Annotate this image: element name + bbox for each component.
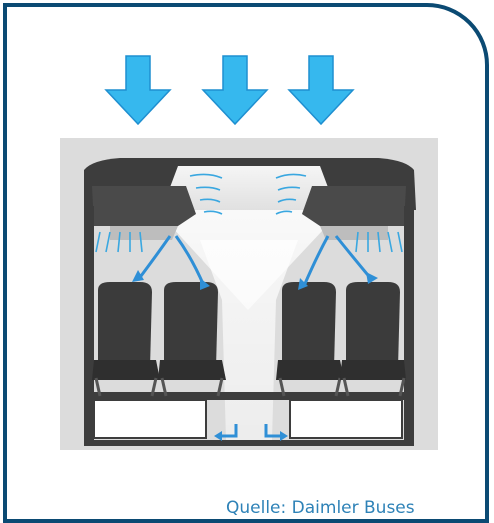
passenger-seat-icon	[276, 282, 344, 396]
right-luggage-rack	[302, 186, 406, 226]
air-inflow-arrow-icon	[203, 56, 267, 124]
passenger-seat-icon	[340, 282, 406, 396]
bus-airflow-diagram	[0, 0, 494, 512]
passenger-seat-icon	[158, 282, 226, 396]
passenger-seat-icon	[92, 282, 160, 396]
source-caption: Quelle: Daimler Buses	[226, 498, 415, 518]
air-inflow-arrow-icon	[289, 56, 353, 124]
left-luggage-rack	[92, 186, 196, 226]
air-inflow-arrow-icon	[106, 56, 170, 124]
air-inflow-arrows	[106, 56, 353, 124]
